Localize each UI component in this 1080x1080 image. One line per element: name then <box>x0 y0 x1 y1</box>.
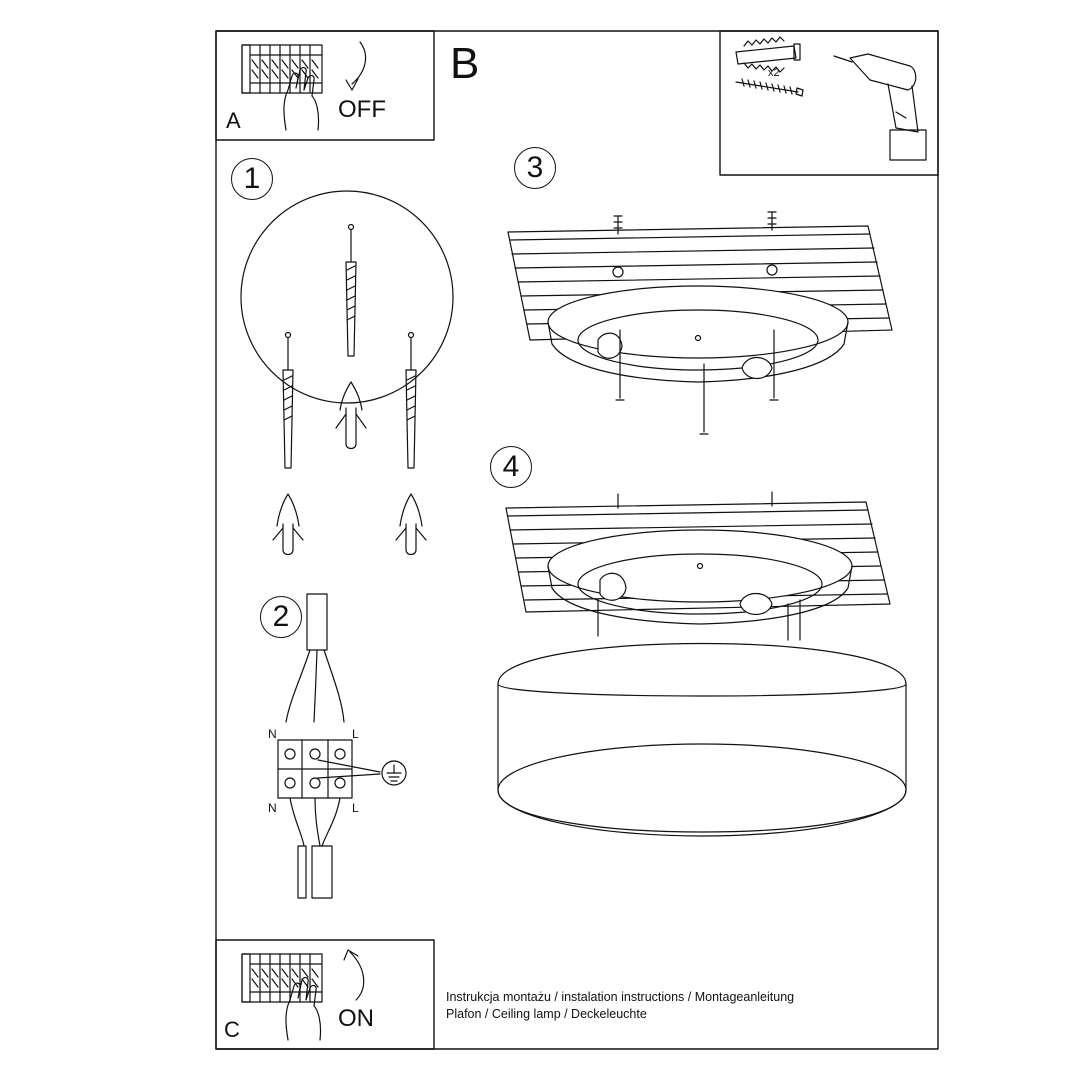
power-cable <box>306 593 328 651</box>
outer-frame <box>215 30 939 1050</box>
footer-product-name: Plafon / Ceiling lamp / Deckeleuchte <box>446 1007 647 1021</box>
step-2-number: 2 <box>260 596 302 638</box>
drill-icon <box>833 53 927 161</box>
step-4-number: 4 <box>490 446 532 488</box>
off-arrow-icon <box>351 41 367 85</box>
wire-n-top: N <box>268 727 277 741</box>
screw-anchor-right <box>395 331 427 556</box>
screw-anchor-left <box>272 331 304 556</box>
screw-quantity: x2 <box>768 67 780 79</box>
hand-icon <box>283 66 320 131</box>
hand-icon-c <box>285 976 322 1041</box>
panel-c-label: C <box>224 1017 240 1042</box>
step-1-number: 1 <box>231 158 273 200</box>
panel-c-frame <box>215 939 435 1050</box>
on-arrow-icon <box>349 951 365 1001</box>
ground-leader-lines <box>317 759 381 779</box>
wall-plug-icon <box>735 36 801 73</box>
panel-a-frame <box>215 30 435 141</box>
wire-l-bottom: L <box>352 801 359 815</box>
step-3-number: 3 <box>514 147 556 189</box>
breaker-box-icon <box>241 44 323 94</box>
footer-instructions-title: Instrukcja montażu / instalation instruc… <box>446 990 795 1004</box>
screw-icon <box>735 78 804 97</box>
mounting-plate-step3 <box>547 264 849 435</box>
ceiling-marking-circle <box>240 190 454 404</box>
supply-wires <box>285 649 345 723</box>
earth-ground-icon <box>381 760 407 786</box>
terminal-block <box>277 739 353 799</box>
breaker-box-icon-c <box>241 953 323 1003</box>
mounting-plate-step4 <box>547 529 853 641</box>
off-label: OFF <box>338 96 386 123</box>
on-label: ON <box>338 1005 374 1032</box>
ceiling-board-step3 <box>507 211 893 341</box>
section-b-label: B <box>450 39 480 88</box>
panel-a-label: A <box>226 108 241 133</box>
wire-l-top: L <box>352 727 359 741</box>
tools-frame <box>719 30 939 176</box>
lampshade <box>497 642 907 837</box>
lamp-wires <box>289 797 341 847</box>
screw-anchor-center <box>335 223 367 450</box>
wire-n-bottom: N <box>268 801 277 815</box>
